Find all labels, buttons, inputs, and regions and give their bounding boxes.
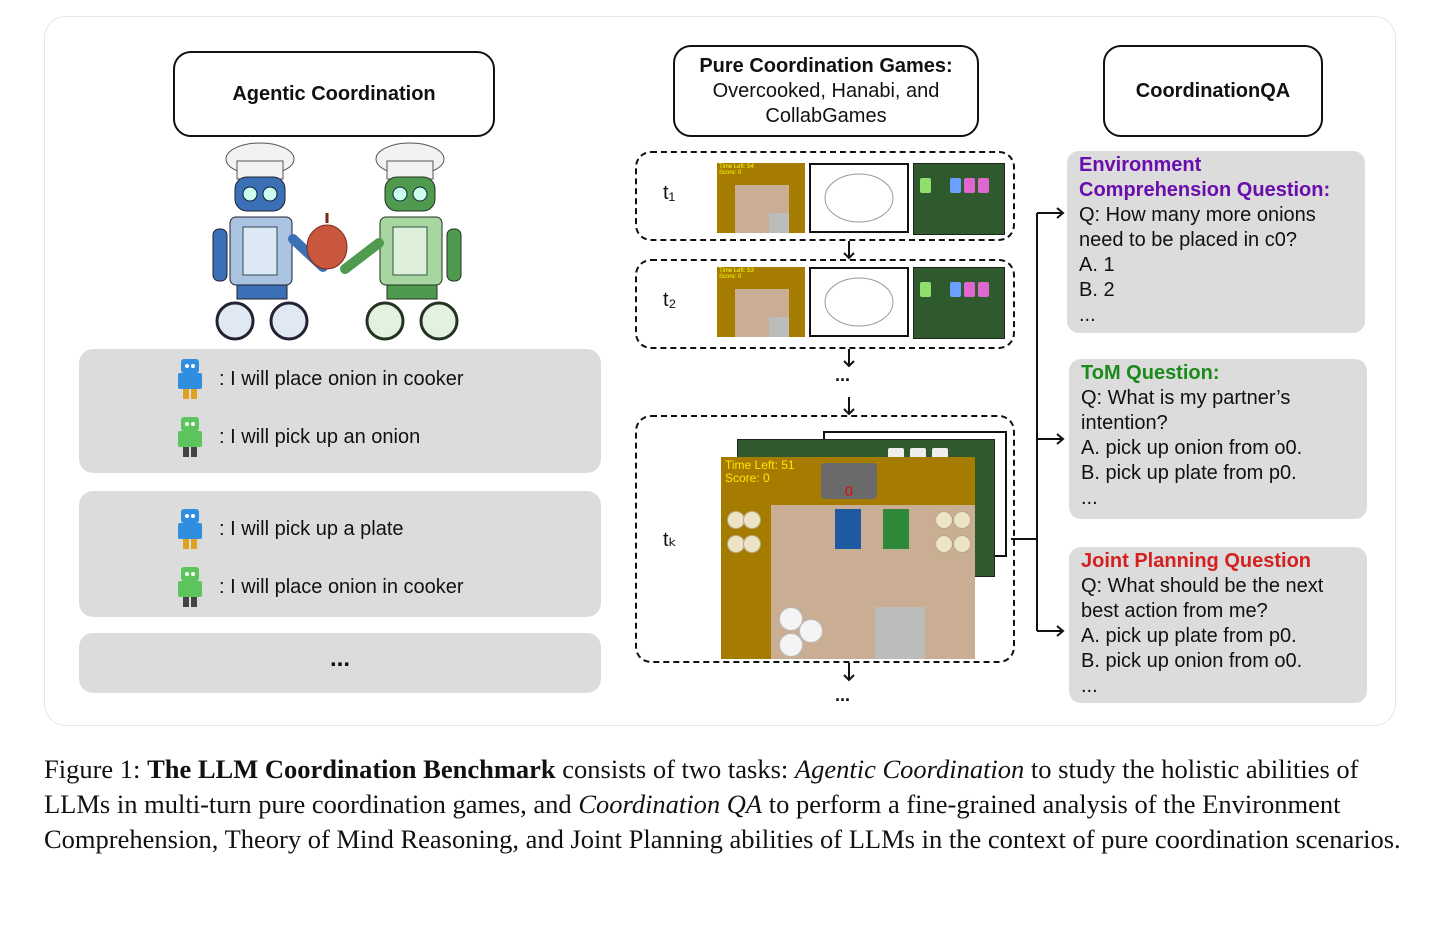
qa-head: Environment: [1079, 154, 1202, 176]
qa-line: best action from me?: [1081, 600, 1268, 622]
t1-label: t₁: [663, 182, 676, 204]
mini-score: Score: 0: [719, 274, 742, 280]
qa-line: B. pick up plate from p0.: [1081, 462, 1297, 484]
caption-text: to perform a fine-grained analysis of th…: [44, 789, 1401, 854]
qa-line: Q: What is my partner’s: [1081, 387, 1291, 409]
dialog-line: : I will pick up an onion: [175, 415, 420, 459]
qa-line: A. 1: [1079, 254, 1115, 276]
hanabi-thumb: [913, 267, 1005, 339]
caption-italic: Agentic Coordination: [794, 754, 1025, 784]
chef-green: [883, 509, 909, 549]
qa-head: ToM Question:: [1081, 362, 1220, 384]
caption-bold: The LLM Coordination Benchmark: [147, 754, 556, 784]
green-robot-icon: [178, 567, 202, 607]
pot: [821, 463, 877, 499]
green-robot-icon: [178, 417, 202, 457]
dialog-text: I will place onion in cooker: [230, 367, 464, 390]
chef-blue: [835, 509, 861, 549]
dialog-ellipsis: ...: [329, 645, 350, 672]
arrow-icon: [843, 397, 855, 416]
blue-chef-robot: [212, 142, 328, 341]
pure-coordination-title: Pure Coordination Games: Overcooked, Han…: [673, 45, 979, 137]
dialog-box-3: [79, 633, 601, 693]
qa-line: need to be placed in c0?: [1079, 229, 1297, 251]
arrow-icon: [843, 241, 855, 260]
figure-panel: Agentic Coordination: [44, 16, 1396, 726]
qa-line: ...: [1081, 487, 1098, 509]
dialog-text: I will place onion in cooker: [230, 575, 464, 598]
qa-line: A. pick up plate from p0.: [1081, 625, 1297, 647]
mini-time: Time Left: 54: [719, 164, 754, 170]
overcooked-thumb: Time Left: 53 Score: 0: [717, 267, 805, 337]
agentic-coordination-title: Agentic Coordination: [173, 51, 495, 137]
dialog-box-1: [79, 349, 601, 473]
qa-line: intention?: [1081, 412, 1168, 434]
pure-coordination-games: Overcooked, Hanabi, and CollabGames: [712, 79, 940, 127]
pot-count: 0: [845, 483, 853, 499]
arrow-icon: [843, 663, 855, 682]
caption-italic: Coordination QA: [578, 789, 763, 819]
pure-coordination-heading: Pure Coordination Games:: [699, 54, 953, 77]
chef-robots-illustration: [212, 142, 462, 341]
caption-label: Figure 1:: [44, 754, 141, 784]
overcooked-thumb: Time Left: 54 Score: 0: [717, 163, 805, 233]
qa-line: ...: [1081, 675, 1098, 697]
score: Score: 0: [725, 471, 770, 485]
connector-lines: [1011, 207, 1065, 637]
agentic-coordination-label: Agentic Coordination: [232, 82, 436, 105]
dialog-line: : I will place onion in cooker: [175, 565, 464, 609]
coordinationqa-title: CoordinationQA: [1103, 45, 1323, 137]
coordinationqa-label: CoordinationQA: [1135, 79, 1291, 102]
blue-robot-icon: [178, 359, 202, 399]
mini-time: Time Left: 53: [719, 268, 754, 274]
green-chef-robot: [340, 142, 462, 341]
caption-text: to study the holistic abilities of LLMs …: [44, 754, 1359, 819]
onion-icon: [306, 213, 348, 270]
qa-line: Q: How many more onions: [1079, 204, 1316, 226]
timestep-t1: [635, 151, 1015, 241]
dialog-line: : I will place onion in cooker: [175, 357, 464, 401]
hanabi-thumb: [913, 163, 1005, 235]
time-left: Time Left: 51: [725, 458, 795, 472]
mini-score: Score: 0: [719, 170, 742, 176]
arrow-icon: [843, 349, 855, 368]
qa-environment: Environment Comprehension Question: Q: H…: [1067, 151, 1365, 333]
dialog-line: : I will pick up a plate: [175, 507, 404, 551]
timestep-dots: ...: [835, 685, 851, 705]
blue-robot-icon: [178, 509, 202, 549]
caption-text: consists of two tasks:: [562, 754, 789, 784]
figure-caption: Figure 1: The LLM Coordination Benchmark…: [44, 752, 1410, 857]
collabgames-thumb: [809, 267, 909, 337]
dialog-text: I will pick up an onion: [230, 425, 421, 448]
tk-label: tₖ: [663, 529, 678, 551]
qa-tom: ToM Question: Q: What is my partner’s in…: [1069, 359, 1367, 519]
t2-label: t₂: [663, 289, 677, 311]
dialog-box-2: [79, 491, 601, 617]
collabgames-thumb: [809, 163, 909, 233]
qa-line: Q: What should be the next: [1081, 575, 1324, 597]
qa-head: Comprehension Question:: [1079, 179, 1331, 201]
qa-joint-planning: Joint Planning Question Q: What should b…: [1069, 547, 1367, 703]
qa-line: B. pick up onion from o0.: [1081, 650, 1303, 672]
timestep-dots: ...: [835, 365, 851, 385]
qa-line: A. pick up onion from o0.: [1081, 437, 1303, 459]
dialog-text: I will pick up a plate: [230, 517, 404, 540]
timestep-t2: [635, 259, 1015, 349]
qa-head: Joint Planning Question: [1081, 550, 1311, 572]
qa-line: ...: [1079, 304, 1096, 326]
qa-line: B. 2: [1079, 279, 1115, 301]
overcooked-game: 0 Time Left: 51 Score: 0: [721, 457, 975, 659]
